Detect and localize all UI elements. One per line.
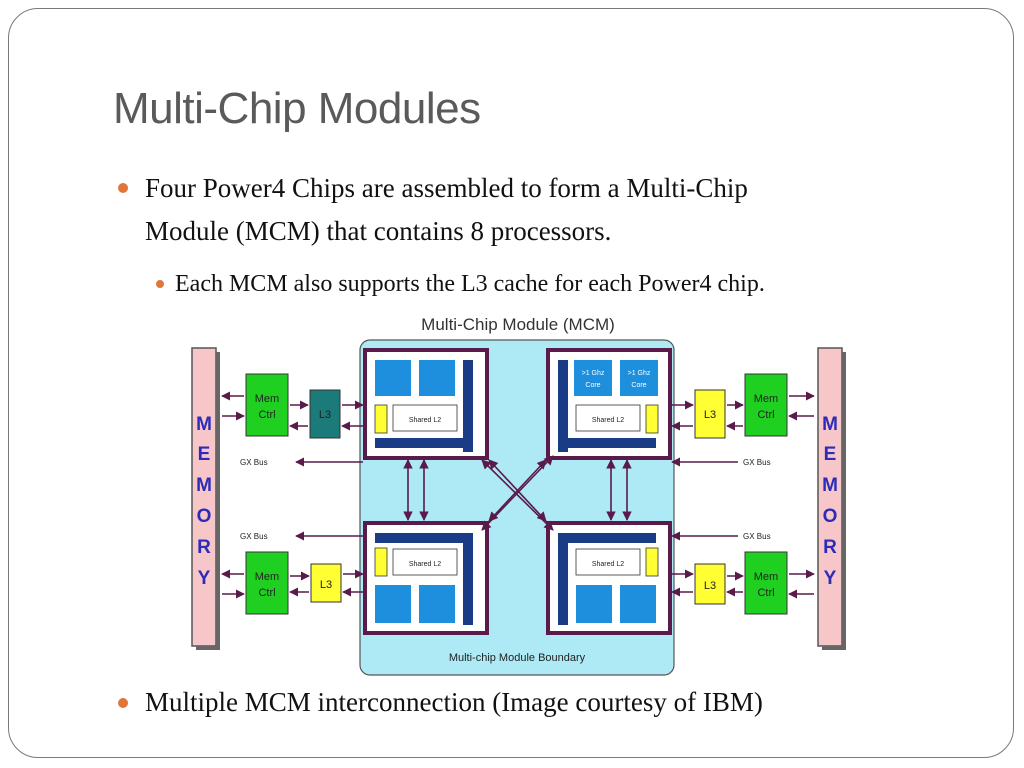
l3-cache-left-top: L3 (309, 389, 341, 439)
bullet-dot (156, 280, 164, 288)
memory-letter: R (823, 537, 837, 558)
shared-l2-label: Shared L2 (592, 561, 624, 568)
mem-ctrl-left-bottom: Mem Ctrl (245, 551, 289, 615)
shared-l2-label: Shared L2 (592, 417, 624, 424)
svg-text:Ctrl: Ctrl (757, 409, 774, 421)
svg-text:Ctrl: Ctrl (258, 587, 275, 599)
chip-interconnect (403, 455, 632, 531)
bus-arrows (221, 391, 815, 599)
svg-text:Mem: Mem (255, 571, 279, 583)
memory-left (191, 347, 220, 650)
bullet-1-line-2: Module (MCM) that contains 8 processors. (145, 216, 612, 246)
l3-cache-right-bottom: L3 (694, 563, 726, 605)
bullet-dot (118, 698, 128, 708)
memory-letter: M (822, 475, 838, 496)
shared-l2-label: Shared L2 (409, 417, 441, 424)
bullet-2-text: Each MCM also supports the L3 cache for … (175, 271, 765, 297)
memory-letter: E (824, 444, 837, 465)
gx-bus-label: GX Bus (743, 458, 771, 467)
mem-ctrl-left-top: Mem Ctrl (245, 373, 289, 437)
power4-chip-top-right: >1 Ghz Core >1 Ghz Core Shared L2 (546, 348, 672, 460)
diagram-title: Multi-Chip Module (MCM) (421, 315, 615, 334)
svg-text:Mem: Mem (754, 571, 778, 583)
memory-letter: O (823, 506, 838, 527)
svg-text:L3: L3 (704, 409, 716, 421)
mcm-diagram: Multi-Chip Module (MCM) M E M O R Y M E … (191, 315, 846, 676)
core-label: Core (631, 382, 646, 389)
bullet-1-line-1: Four Power4 Chips are assembled to form … (145, 173, 748, 203)
svg-text:Mem: Mem (754, 393, 778, 405)
gx-bus-label: GX Bus (743, 532, 771, 541)
l3-cache-right-top: L3 (694, 389, 726, 439)
memory-letter: Y (198, 568, 211, 589)
memory-letter: M (196, 475, 212, 496)
core-label: >1 Ghz (582, 370, 605, 377)
memory-letter: Y (824, 568, 837, 589)
slide-title: Multi-Chip Modules (113, 84, 481, 133)
mem-ctrl-right-bottom: Mem Ctrl (744, 551, 788, 615)
memory-letter: O (197, 506, 212, 527)
shared-l2-label: Shared L2 (409, 561, 441, 568)
power4-chip-bottom-right: Shared L2 (546, 521, 672, 635)
svg-text:L3: L3 (320, 579, 332, 591)
memory-letter: R (197, 537, 211, 558)
core-label: >1 Ghz (628, 370, 651, 377)
bullet-1: Four Power4 Chips are assembled to form … (118, 167, 748, 253)
svg-text:Mem: Mem (255, 393, 279, 405)
boundary-label: Multi-chip Module Boundary (449, 652, 586, 664)
bullet-3: Multiple MCM interconnection (Image cour… (118, 681, 763, 724)
bullet-2: Each MCM also supports the L3 cache for … (156, 263, 765, 306)
memory-letter: E (198, 444, 211, 465)
l3-cache-left-bottom: L3 (310, 563, 342, 603)
svg-text:Ctrl: Ctrl (258, 409, 275, 421)
memory-letter: M (196, 414, 212, 435)
power4-chip-top-left: Shared L2 (363, 348, 489, 460)
power4-chip-bottom-left: Shared L2 (363, 521, 489, 635)
memory-right (817, 347, 846, 650)
memory-letter: M (822, 414, 838, 435)
gx-bus-label: GX Bus (240, 458, 268, 467)
bullet-dot (118, 183, 128, 193)
svg-text:L3: L3 (319, 409, 331, 421)
bullet-3-text: Multiple MCM interconnection (Image cour… (145, 687, 763, 717)
core-label: Core (585, 382, 600, 389)
svg-text:Ctrl: Ctrl (757, 587, 774, 599)
mem-ctrl-right-top: Mem Ctrl (744, 373, 788, 437)
gx-bus-label: GX Bus (240, 532, 268, 541)
svg-text:L3: L3 (704, 580, 716, 592)
